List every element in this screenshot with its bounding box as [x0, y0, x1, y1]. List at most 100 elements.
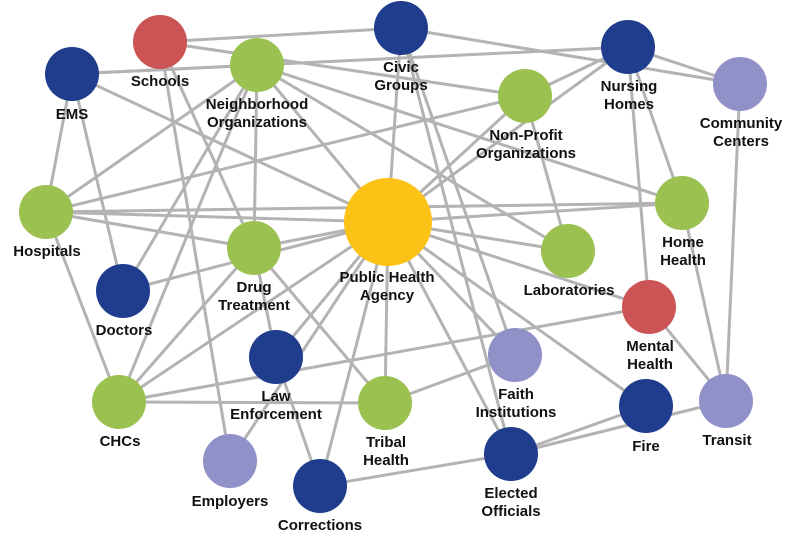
- doctors-label: Doctors: [96, 322, 153, 339]
- civic-groups-label-line: Civic: [383, 59, 419, 76]
- ems-label: EMS: [56, 106, 89, 123]
- public-health-agency-circle: [344, 178, 432, 266]
- edge-ems-doctors: [70, 73, 125, 292]
- employers-circle: [203, 434, 257, 488]
- transit-circle: [699, 374, 753, 428]
- edge-nursing-homes-mental-health: [626, 46, 651, 308]
- node-doctors: Doctors: [96, 264, 153, 339]
- home-health-label-line: Home: [662, 234, 704, 251]
- edge-public-health-agency-ems: [71, 72, 389, 224]
- drug-treatment-circle: [227, 221, 281, 275]
- law-enforcement-label-line: Law: [261, 388, 291, 405]
- node-hospitals: Hospitals: [13, 185, 81, 260]
- edge-neighborhood-organizations-hospitals: [45, 63, 258, 214]
- ems-circle: [45, 47, 99, 101]
- edge-elected-officials-corrections: [319, 452, 512, 488]
- laboratories-label: Laboratories: [524, 282, 615, 299]
- chcs-label-line: CHCs: [100, 433, 141, 450]
- edge-non-profit-organizations-hospitals: [45, 94, 526, 214]
- doctors-circle: [96, 264, 150, 318]
- elected-officials-label-line: Officials: [481, 503, 540, 520]
- corrections-circle: [293, 459, 347, 513]
- drug-treatment-label-line: Drug: [237, 279, 272, 296]
- community-centers-circle: [713, 57, 767, 111]
- edge-schools-employers: [158, 41, 232, 462]
- chcs-circle: [92, 375, 146, 429]
- law-enforcement-label-line: Enforcement: [230, 406, 322, 423]
- hospitals-label: Hospitals: [13, 243, 81, 260]
- edge-neighborhood-organizations-laboratories: [256, 63, 569, 253]
- employers-label: Employers: [192, 493, 269, 510]
- nursing-homes-label-line: Nursing: [601, 78, 658, 95]
- edge-chcs-tribal-health: [118, 400, 386, 405]
- schools-label: Schools: [131, 73, 189, 90]
- hospitals-label-line: Hospitals: [13, 243, 81, 260]
- node-transit: Transit: [699, 374, 753, 449]
- neighborhood-organizations-label-line: Organizations: [207, 114, 307, 131]
- node-chcs: CHCs: [92, 375, 146, 450]
- edge-schools-non-profit-organizations: [159, 40, 526, 98]
- edge-community-centers-transit: [724, 83, 742, 402]
- edge-public-health-agency-mental-health: [387, 220, 650, 309]
- home-health-label-line: Health: [660, 252, 706, 269]
- fire-label-line: Fire: [632, 438, 660, 455]
- elected-officials-circle: [484, 427, 538, 481]
- edge-schools-civic-groups: [159, 26, 402, 44]
- edge-drug-treatment-chcs: [117, 247, 256, 403]
- neighborhood-organizations-label-line: Neighborhood: [206, 96, 308, 113]
- edge-public-health-agency-employers: [228, 221, 390, 462]
- law-enforcement-circle: [249, 330, 303, 384]
- drug-treatment-label-line: Treatment: [218, 297, 290, 314]
- mental-health-label-line: Health: [627, 356, 673, 373]
- faith-institutions-circle: [488, 328, 542, 382]
- edge-public-health-agency-home-health: [387, 201, 683, 224]
- non-profit-organizations-label-line: Organizations: [476, 145, 576, 162]
- edge-drug-treatment-tribal-health: [252, 247, 387, 404]
- faith-institutions-label-line: Faith: [498, 386, 534, 403]
- tribal-health-label-line: Health: [363, 452, 409, 469]
- schools-circle: [133, 15, 187, 69]
- edge-public-health-agency-fire: [387, 220, 647, 408]
- edge-civic-groups-faith-institutions: [399, 27, 517, 356]
- transit-label: Transit: [702, 432, 751, 449]
- edge-nursing-homes-home-health: [626, 46, 684, 204]
- edge-mental-health-chcs: [118, 305, 650, 404]
- community-centers-label-line: Community: [700, 115, 783, 132]
- edge-hospitals-drug-treatment: [45, 210, 255, 250]
- edge-elected-officials-transit: [510, 399, 727, 456]
- community-centers-label-line: Centers: [713, 133, 769, 150]
- edge-public-health-agency-chcs: [118, 220, 389, 404]
- edge-neighborhood-organizations-drug-treatment: [252, 64, 259, 249]
- nursing-homes-circle: [601, 20, 655, 74]
- node-schools: Schools: [131, 15, 189, 90]
- edge-public-health-agency-hospitals: [45, 210, 389, 224]
- edge-hospitals-chcs: [44, 211, 121, 403]
- edge-ems-neighborhood-organizations: [71, 63, 258, 76]
- public-health-agency-label-line: Public Health: [339, 269, 434, 286]
- fire-label: Fire: [632, 438, 660, 455]
- edge-public-health-agency-corrections: [318, 221, 390, 487]
- fire-circle: [619, 379, 673, 433]
- chcs-label: CHCs: [100, 433, 141, 450]
- doctors-label-line: Doctors: [96, 322, 153, 339]
